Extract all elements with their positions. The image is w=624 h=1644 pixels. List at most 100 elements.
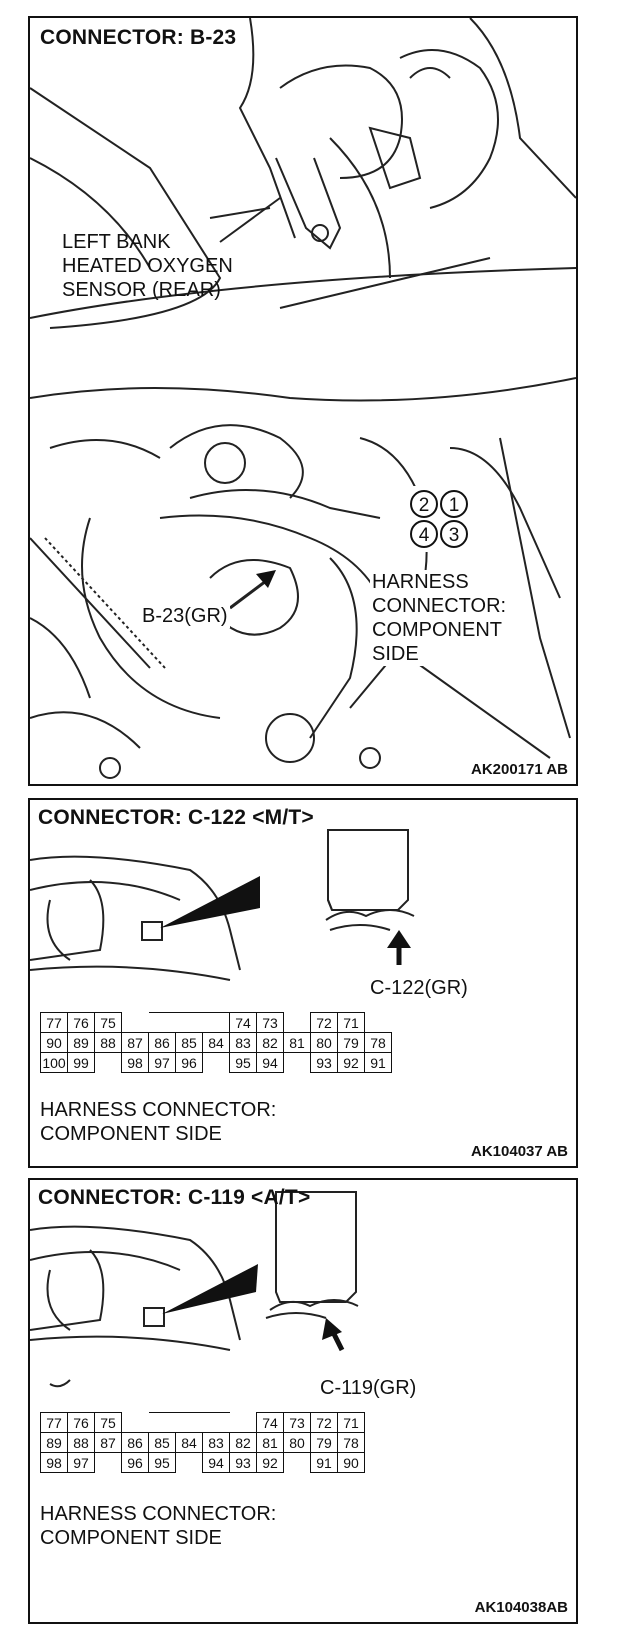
pin: 81	[283, 1032, 311, 1053]
pin: 86	[121, 1432, 149, 1453]
pin: 71	[337, 1012, 365, 1033]
pin-gap	[95, 1053, 122, 1073]
pin: 77	[40, 1012, 68, 1033]
connector-c122-panel: CONNECTOR: C-122 <M/T> C-122(GR) 77 76 7…	[28, 798, 578, 1168]
figure-code: AK200171 AB	[471, 761, 568, 778]
pin-gap	[284, 1013, 311, 1033]
pin: 84	[175, 1432, 203, 1453]
pin-row: 100 99 98 97 96 95 94 93 92 91	[40, 1052, 392, 1073]
pin: 2	[410, 490, 438, 518]
connector-location-label: C-122(GR)	[370, 977, 468, 999]
harness-label-line: HARNESS CONNECTOR:	[40, 1503, 277, 1525]
pin: 74	[229, 1012, 257, 1033]
harness-connector-label: HARNESS CONNECTOR: COMPONENT SIDE	[40, 1098, 276, 1146]
dashboard-illustration	[30, 829, 415, 981]
harness-label-line: SIDE	[372, 643, 419, 665]
pin: 95	[148, 1452, 176, 1473]
pin: 78	[337, 1432, 365, 1453]
pin: 73	[256, 1012, 284, 1033]
pin: 83	[229, 1032, 257, 1053]
pin-row: 90 89 88 87 86 85 84 83 82 81 80 79 78	[40, 1032, 392, 1053]
pin: 96	[121, 1452, 149, 1473]
connector-b23-panel: CONNECTOR: B-23 LEFT BANK HEATED OXYGEN …	[28, 16, 578, 786]
panel-title: CONNECTOR: B-23	[40, 26, 237, 49]
pin: 79	[337, 1032, 365, 1053]
pin: 94	[202, 1452, 230, 1473]
pin: 96	[175, 1052, 203, 1073]
pin-layout-table: 77 76 75 74 73 72 71 89 88 87 86 85 84 8…	[40, 1412, 365, 1473]
pin: 97	[148, 1052, 176, 1073]
harness-connector-label: HARNESS CONNECTOR: COMPONENT SIDE	[40, 1502, 276, 1550]
harness-label-line: CONNECTOR:	[372, 595, 507, 617]
pin: 91	[310, 1452, 338, 1473]
pin: 89	[40, 1432, 68, 1453]
pin-gap	[122, 1013, 149, 1033]
pin: 77	[40, 1412, 68, 1433]
pin: 1	[440, 490, 468, 518]
pin-gap	[122, 1413, 149, 1433]
pin-gap	[148, 1412, 230, 1433]
harness-label-line: COMPONENT	[372, 619, 502, 641]
pin: 94	[256, 1052, 284, 1073]
pin: 85	[148, 1432, 176, 1453]
pin: 97	[67, 1452, 95, 1473]
figure-code: AK104037 AB	[471, 1143, 568, 1160]
pin: 100	[40, 1052, 68, 1073]
pin: 91	[364, 1052, 392, 1073]
harness-label-line: COMPONENT SIDE	[40, 1527, 222, 1549]
figure-code: AK104038AB	[474, 1599, 568, 1616]
pin: 92	[337, 1052, 365, 1073]
connector-c119-panel: CONNECTOR: C-119 <A/T> C-119(GR) 77 76 7…	[28, 1178, 578, 1624]
pin: 4	[410, 520, 438, 548]
pin-layout-table: 77 76 75 74 73 72 71 90 89 88 87 86 85 8…	[40, 1012, 392, 1073]
sensor-label-line: SENSOR (REAR)	[62, 279, 221, 301]
pin: 80	[283, 1432, 311, 1453]
connector-location-label: B-23(GR)	[140, 604, 230, 628]
pin: 3	[440, 520, 468, 548]
harness-label-line: HARNESS	[372, 571, 469, 593]
pin: 79	[310, 1432, 338, 1453]
pin-gap	[203, 1053, 230, 1073]
pin-gap	[284, 1453, 311, 1473]
pin: 84	[202, 1032, 230, 1053]
pin-gap	[284, 1053, 311, 1073]
pin: 90	[40, 1032, 68, 1053]
harness-label-line: COMPONENT SIDE	[40, 1123, 222, 1145]
pin: 86	[148, 1032, 176, 1053]
pin: 73	[283, 1412, 311, 1433]
pin-gap	[148, 1012, 230, 1033]
pin: 75	[94, 1412, 122, 1433]
pin: 99	[67, 1052, 95, 1073]
sensor-label-line: HEATED OXYGEN	[62, 255, 233, 277]
pin: 81	[256, 1432, 284, 1453]
pin: 80	[310, 1032, 338, 1053]
pin: 78	[364, 1032, 392, 1053]
pin: 76	[67, 1412, 95, 1433]
dashboard-illustration	[30, 1191, 359, 1388]
pin: 72	[310, 1012, 338, 1033]
pin: 71	[337, 1412, 365, 1433]
pin: 74	[256, 1412, 284, 1433]
pin: 75	[94, 1012, 122, 1033]
panel-title: CONNECTOR: C-119 <A/T>	[38, 1186, 311, 1209]
panel-title: CONNECTOR: C-122 <M/T>	[38, 806, 314, 829]
pin: 87	[94, 1432, 122, 1453]
pin: 85	[175, 1032, 203, 1053]
pin: 90	[337, 1452, 365, 1473]
pin: 93	[310, 1052, 338, 1073]
pin: 83	[202, 1432, 230, 1453]
pin: 89	[67, 1032, 95, 1053]
pin-gap	[230, 1413, 257, 1433]
harness-connector-label: HARNESS CONNECTOR: COMPONENT SIDE	[370, 570, 509, 666]
pin: 92	[256, 1452, 284, 1473]
pin: 82	[229, 1432, 257, 1453]
pin-gap	[176, 1453, 203, 1473]
connector-location-label: C-119(GR)	[320, 1377, 417, 1399]
pin: 76	[67, 1012, 95, 1033]
sensor-label: LEFT BANK HEATED OXYGEN SENSOR (REAR)	[62, 230, 233, 302]
pin: 88	[94, 1032, 122, 1053]
sensor-label-line: LEFT BANK	[62, 231, 171, 253]
pin: 82	[256, 1032, 284, 1053]
pin: 98	[121, 1052, 149, 1073]
pin-row: 77 76 75 74 73 72 71	[40, 1412, 365, 1433]
